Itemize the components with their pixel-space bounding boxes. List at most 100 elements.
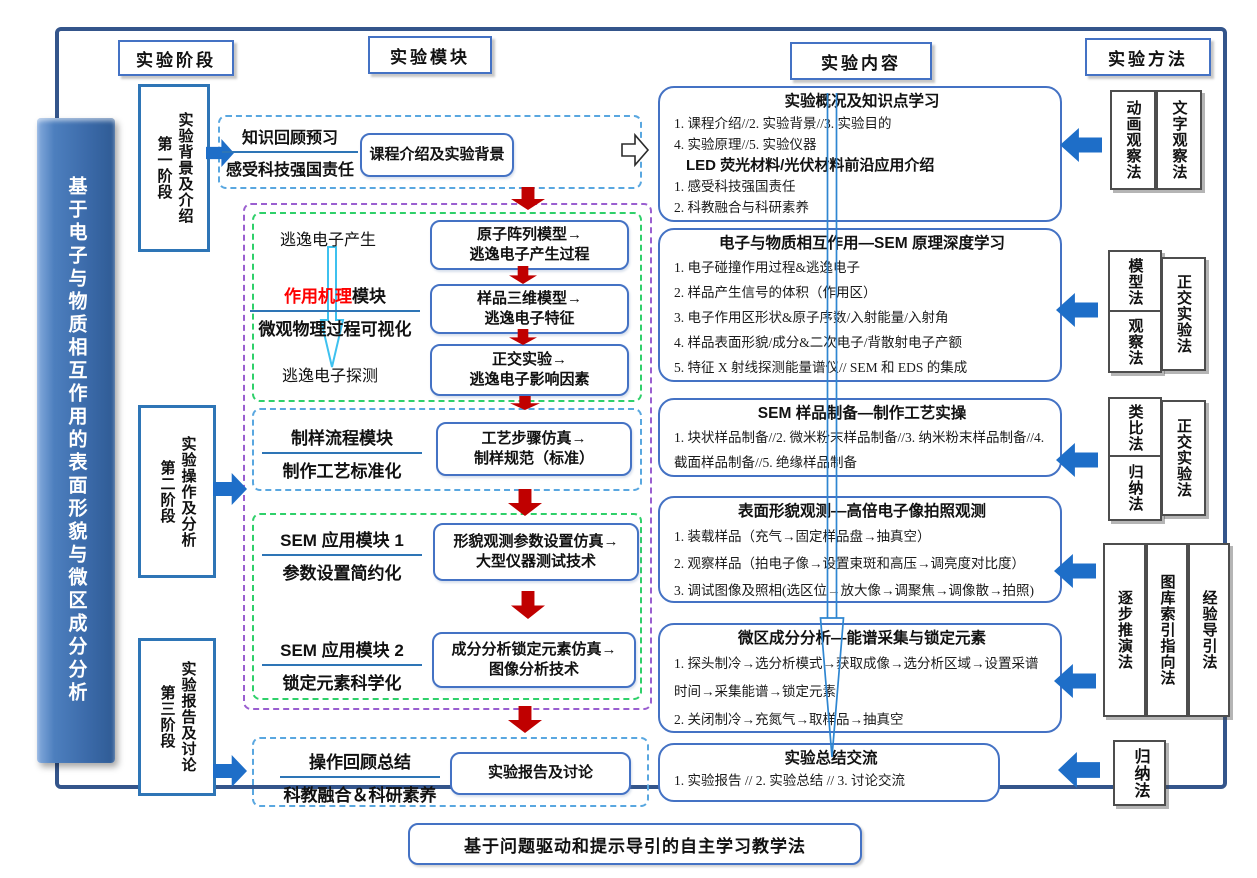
stage2-modules-container bbox=[243, 203, 652, 710]
content-box-3: SEM 样品制备—制作工艺实操 1. 块状样品制备//2. 微米粉末样品制备//… bbox=[658, 398, 1062, 477]
module-2-box-2-line2: 逃逸电子特征 bbox=[484, 310, 575, 327]
method-gallery-index-guidance: 图库索引指向法 bbox=[1146, 543, 1188, 717]
module-4-label-line1: SEM 应用模块 1 bbox=[262, 526, 422, 556]
module-2-top-label: 逃逸电子产生 bbox=[280, 232, 377, 249]
module-1-label-line1: 知识回顾预习 bbox=[222, 124, 358, 153]
content-line: 3. 调试图像及照相(选区位→放大像→调聚焦→调像散→拍照) bbox=[674, 583, 1034, 598]
module-4-label: SEM 应用模块 1 参数设置简约化 bbox=[262, 526, 422, 584]
module-2-box-3-line2: 逃逸电子影响因素 bbox=[469, 371, 590, 388]
module-4-box: 形貌观测参数设置仿真→ 大型仪器测试技术 bbox=[433, 523, 639, 581]
module-3-label-line1: 制样流程模块 bbox=[262, 424, 422, 454]
module-1-box: 课程介绍及实验背景 bbox=[360, 133, 514, 177]
module-6-label-line2: 科教融合＆科研素养 bbox=[283, 786, 437, 805]
module-4-label-line2: 参数设置简约化 bbox=[282, 564, 402, 583]
module-5-box-line1: 成分分析锁定元素仿真→ bbox=[451, 640, 617, 658]
method-label: 正交实验法 bbox=[1175, 418, 1192, 498]
module-2-box-3: 正交实验→ 逃逸电子影响因素 bbox=[430, 344, 629, 396]
module-5-label-line2: 锁定元素科学化 bbox=[282, 674, 402, 693]
content-line: 1. 课程介绍//2. 实验背景//3. 实验目的 bbox=[674, 116, 892, 131]
module-5-label: SEM 应用模块 2 锁定元素科学化 bbox=[262, 636, 422, 694]
header-method: 实验方法 bbox=[1085, 38, 1211, 76]
module-2-name-red: 作用机理 bbox=[284, 287, 352, 306]
content-2-lines: 1. 电子碰撞作用过程&逃逸电子 2. 样品产生信号的体积（作用区） 3. 电子作用… bbox=[674, 255, 1050, 380]
content-line: 1. 电子碰撞作用过程&逃逸电子 bbox=[674, 260, 861, 275]
module-2-container bbox=[252, 212, 642, 402]
content-5-lines: 1. 探头制冷→选分析模式→获取成像→选分析区域→设置采谱时间→采集能谱→锁定元… bbox=[674, 650, 1050, 734]
module-4-box-line1: 形貌观测参数设置仿真→ bbox=[453, 532, 619, 550]
method-label: 文字观察法 bbox=[1170, 100, 1188, 180]
content-line: 2. 科教融合与科研素养 bbox=[674, 200, 809, 215]
content-3-lines: 1. 块状样品制备//2. 微米粉末样品制备//3. 纳米粉末样品制备//4. … bbox=[674, 425, 1050, 475]
content-1-subtitle: LED 荧光材料/光伏材料前沿应用介绍 bbox=[686, 157, 935, 174]
method-label: 观察法 bbox=[1126, 317, 1144, 366]
content-line: 1. 实验报告 // 2. 实验总结 // 3. 讨论交流 bbox=[674, 773, 906, 788]
content-5-title: 微区成分分析—能谱采集与锁定元素 bbox=[737, 630, 986, 647]
method-experience-guidance: 经验导引法 bbox=[1188, 543, 1230, 717]
method-model: 模型法 bbox=[1108, 250, 1162, 314]
content-line: 5. 特征 X 射线探测能量谱仪// SEM 和 EDS 的集成 bbox=[674, 360, 968, 375]
content-box-6: 实验总结交流 1. 实验报告 // 2. 实验总结 // 3. 讨论交流 bbox=[658, 743, 1000, 802]
header-module: 实验模块 bbox=[368, 36, 492, 74]
header-stage-label: 实验阶段 bbox=[136, 50, 216, 70]
header-content: 实验内容 bbox=[790, 42, 932, 80]
module-3-box: 工艺步骤仿真→ 制样规范（标准） bbox=[436, 422, 632, 476]
stage-1-name: 第一阶段 bbox=[155, 136, 173, 200]
module-3-box-line2: 制样规范（标准） bbox=[473, 450, 594, 467]
method-induction-2: 归纳法 bbox=[1113, 740, 1166, 806]
content-line: 2. 样品产生信号的体积（作用区） bbox=[674, 285, 877, 300]
module-1-box-label: 课程介绍及实验背景 bbox=[369, 145, 505, 163]
module-6-box: 实验报告及讨论 bbox=[450, 752, 631, 795]
module-5-box-line2: 图像分析技术 bbox=[488, 661, 579, 678]
module-3-box-line1: 工艺步骤仿真→ bbox=[481, 429, 587, 447]
method-text-observation: 文字观察法 bbox=[1156, 90, 1202, 190]
content-line: 3. 电子作用区形状&原子序数/入射能量/入射角 bbox=[674, 310, 949, 325]
content-1-lines: 1. 课程介绍//2. 实验背景//3. 实验目的 4. 实验原理//5. 实验仪… bbox=[674, 113, 1050, 155]
module-6-box-label: 实验报告及讨论 bbox=[487, 764, 593, 782]
method-induction: 归纳法 bbox=[1108, 455, 1162, 521]
module-2-box-1: 原子阵列模型→ 逃逸电子产生过程 bbox=[430, 220, 629, 270]
module-1-label: 知识回顾预习 感受科技强国责任 bbox=[222, 124, 358, 180]
content-box-2: 电子与物质相互作用—SEM 原理深度学习 1. 电子碰撞作用过程&逃逸电子 2. … bbox=[658, 228, 1062, 382]
content-box-4: 表面形貌观测—高倍电子像拍照观测 1. 装载样品（充气→固定样品盘→抽真空）2.… bbox=[658, 496, 1062, 603]
method-label: 模型法 bbox=[1126, 258, 1144, 306]
method-label: 归纳法 bbox=[1126, 464, 1144, 512]
method-label: 正交实验法 bbox=[1175, 274, 1192, 354]
content-line: 2. 观察样品（拍电子像→设置束斑和高压→调亮度对比度） bbox=[674, 556, 1025, 571]
module-1-label-line2: 感受科技强国责任 bbox=[225, 162, 354, 179]
module-2-box-1-line1: 原子阵列模型→ bbox=[476, 225, 582, 243]
stage-2-box: 第二阶段 实验操作及分析 bbox=[138, 405, 216, 578]
module-2-box-2: 样品三维模型→ 逃逸电子特征 bbox=[430, 284, 629, 334]
module-2-box-1-line2: 逃逸电子产生过程 bbox=[469, 246, 590, 263]
module-2-label-line2: 微观物理过程可视化 bbox=[258, 320, 412, 339]
stage-2-name: 第二阶段 bbox=[158, 459, 176, 524]
content-line: 4. 实验原理//5. 实验仪器 bbox=[674, 137, 817, 152]
content-line: 2. 关闭制冷→充氮气→取样品→抽真空 bbox=[674, 712, 904, 727]
method-label: 经验导引法 bbox=[1200, 590, 1218, 670]
method-analogy: 类比法 bbox=[1108, 397, 1162, 459]
module-5-label-line1: SEM 应用模块 2 bbox=[262, 636, 422, 666]
content-4-title: 表面形貌观测—高倍电子像拍照观测 bbox=[737, 503, 986, 520]
module-2-label-line1: 作用机理模块 bbox=[250, 282, 420, 312]
module-2-bottom-label: 逃逸电子探测 bbox=[282, 368, 379, 385]
module-6-label: 操作回顾总结 科教融合＆科研素养 bbox=[280, 748, 440, 806]
header-module-label: 实验模块 bbox=[390, 47, 470, 67]
method-observation: 观察法 bbox=[1108, 310, 1162, 373]
content-4-lines: 1. 装载样品（充气→固定样品盘→抽真空）2. 观察样品（拍电子像→设置束斑和高… bbox=[674, 523, 1050, 604]
module-6-container bbox=[252, 737, 649, 807]
content-line: 4. 样品表面形貌/成分&二次电子/背散射电子产额 bbox=[674, 335, 963, 350]
module-2-box-2-line1: 样品三维模型→ bbox=[476, 289, 582, 307]
content-box-5: 微区成分分析—能谱采集与锁定元素 1. 探头制冷→选分析模式→获取成像→选分析区… bbox=[658, 623, 1062, 733]
module-5-box: 成分分析锁定元素仿真→ 图像分析技术 bbox=[432, 632, 636, 688]
module-4-box-line2: 大型仪器测试技术 bbox=[475, 553, 596, 570]
method-label: 动画观察法 bbox=[1124, 100, 1142, 180]
method-label: 归纳法 bbox=[1131, 747, 1149, 799]
bottom-banner: 基于问题驱动和提示导引的自主学习教学法 bbox=[408, 823, 862, 865]
content-2-title: 电子与物质相互作用—SEM 原理深度学习 bbox=[719, 235, 1005, 252]
module-6-label-line1: 操作回顾总结 bbox=[280, 748, 440, 778]
stage-1-box: 第一阶段 实验背景及介绍 bbox=[138, 84, 210, 252]
stage-3-name: 第三阶段 bbox=[158, 685, 176, 749]
method-stepwise-deduction: 逐步推演法 bbox=[1103, 543, 1146, 717]
method-label: 图库索引指向法 bbox=[1158, 574, 1176, 686]
